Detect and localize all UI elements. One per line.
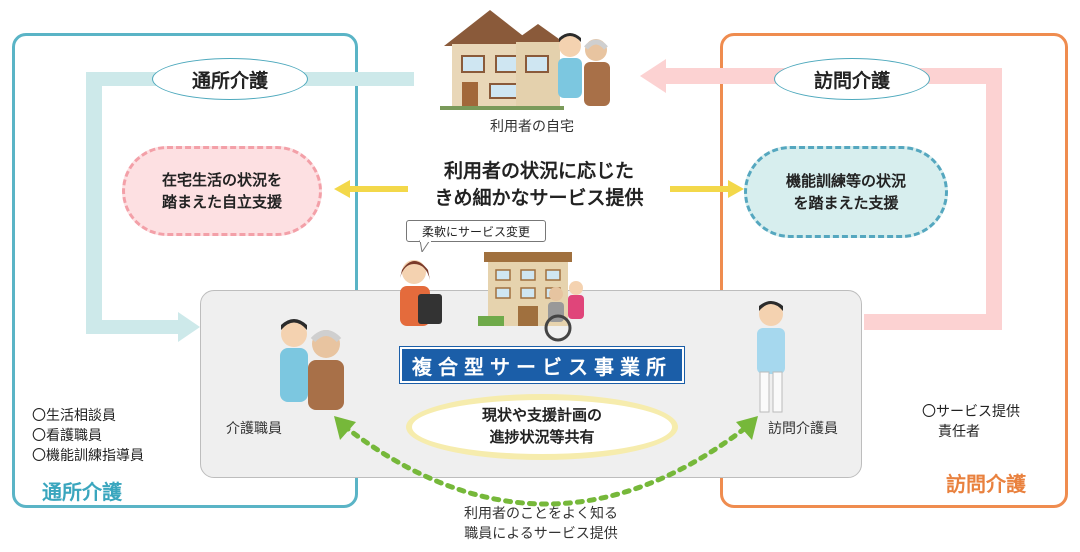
day-care-support-pill: 在宅生活の状況を 踏まえた自立支援	[122, 146, 322, 236]
home-visit-bottom-label: 訪問介護	[946, 472, 1026, 496]
home-visit-pill-line2: を踏まえた支援	[793, 194, 899, 212]
familiar-staff-line1: 利用者のことをよく知る	[464, 506, 618, 522]
progress-sharing-line2: 進捗状況等共有	[489, 428, 595, 446]
day-care-frame	[12, 33, 358, 508]
service-manager-line2: 責任者	[938, 424, 980, 440]
home-label: 利用者の自宅	[490, 119, 574, 135]
home-visit-pill-line1: 機能訓練等の状況	[785, 171, 906, 190]
service-manager-line1: 〇サービス提供	[922, 404, 1020, 420]
day-care-flow-side	[86, 72, 102, 334]
service-manager-staff: 〇サービス提供 責任者	[922, 402, 1020, 442]
day-care-top-label: 通所介護	[152, 58, 308, 100]
home-visit-support-pill: 機能訓練等の状況 を踏まえた支援	[744, 146, 948, 238]
facility-title: 複合型サービス事業所	[400, 347, 684, 383]
day-care-pill-line1: 在宅生活の状況を	[161, 170, 282, 189]
home-visit-top-label: 訪問介護	[774, 58, 930, 100]
speech-tail-icon	[419, 240, 431, 252]
day-care-staff-list: 〇生活相談員 〇看護職員 〇機能訓練指導員	[32, 406, 144, 466]
tailored-service-line1: 利用者の状況に応じた	[443, 160, 634, 182]
staff-with-tablet-icon	[400, 260, 442, 326]
caregiver-with-elder-icon	[558, 33, 610, 106]
progress-sharing-oval: 現状や支援計画の 進捗状況等共有	[406, 394, 678, 460]
staff-list-item: 〇看護職員	[32, 428, 102, 444]
day-care-flow-bottom	[86, 320, 182, 334]
staff-list-item: 〇生活相談員	[32, 408, 116, 424]
day-care-bottom-label: 通所介護	[42, 480, 122, 504]
day-care-pill-line2: 踏まえた自立支援	[161, 193, 282, 211]
flexible-change-speech-bubble: 柔軟にサービス変更	[406, 220, 546, 242]
familiar-staff-line2: 職員によるサービス提供	[464, 526, 618, 542]
wheelchair-user-icon	[544, 281, 584, 342]
tailored-service-text: 利用者の状況に応じた きめ細かなサービス提供	[404, 158, 674, 211]
home-visit-frame	[720, 33, 1068, 508]
home-visit-flow-arrow-icon	[640, 59, 666, 93]
yellow-arrow-right-icon	[670, 180, 744, 198]
green-dotted-arrow-icon	[334, 416, 758, 507]
home-visit-flow-side	[986, 68, 1002, 330]
familiar-staff-text: 利用者のことをよく知る 職員によるサービス提供	[430, 504, 652, 544]
yellow-arrow-left-icon	[334, 180, 408, 198]
staff-list-item: 〇機能訓練指導員	[32, 448, 144, 464]
tailored-service-line2: きめ細かなサービス提供	[434, 186, 644, 209]
house-icon	[440, 10, 566, 110]
care-worker-label: 介護職員	[226, 421, 282, 437]
day-care-flow-arrow-icon	[178, 312, 200, 342]
home-visit-flow-bottom	[864, 314, 1002, 330]
progress-sharing-line1: 現状や支援計画の	[481, 406, 602, 425]
home-helper-icon	[757, 301, 785, 413]
care-worker-with-elder-icon	[280, 319, 344, 410]
home-helper-label: 訪問介護員	[768, 421, 838, 437]
